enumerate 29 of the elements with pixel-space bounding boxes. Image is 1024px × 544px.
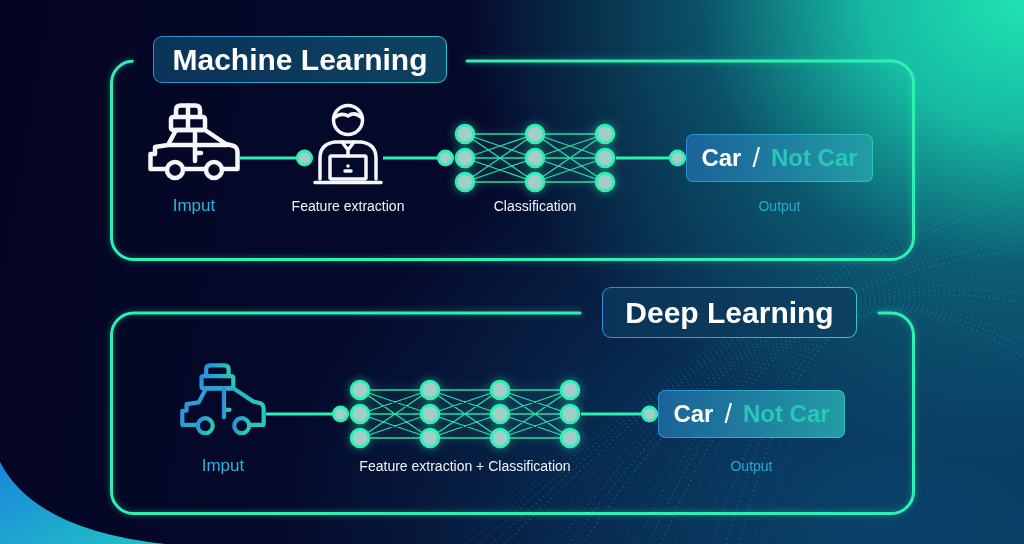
step-label: Imput: [201, 456, 245, 476]
class-label: Car: [701, 146, 742, 170]
connector: [240, 149, 313, 167]
connector: [266, 405, 349, 423]
slash-separator: /: [724, 400, 732, 428]
connector: [581, 405, 658, 423]
step-label: Feature extraction + Classification: [359, 457, 571, 475]
output-box: [658, 390, 845, 438]
section-panel: [110, 36, 915, 261]
slash-separator: /: [752, 144, 760, 172]
class-label: Not Car: [742, 402, 830, 426]
neural-network-icon: [454, 123, 616, 193]
step-label: Output: [758, 197, 801, 215]
person-laptop-icon: [313, 103, 383, 185]
class-label: Not Car: [770, 146, 858, 170]
step-label: Feature extraction: [291, 197, 405, 215]
output-box: [686, 134, 873, 182]
section-title: Deep Learning: [602, 287, 857, 338]
step-label: Output: [730, 457, 773, 475]
car-icon: [180, 363, 266, 436]
connector: [383, 149, 454, 167]
step-label: Classification: [493, 197, 577, 215]
connector: [616, 149, 686, 167]
car-icon: [148, 103, 240, 181]
step-label: Imput: [172, 196, 216, 216]
section-panel: [110, 287, 915, 515]
class-label: Car: [673, 402, 714, 426]
section-title: Machine Learning: [153, 36, 447, 83]
neural-network-icon: [349, 379, 581, 449]
